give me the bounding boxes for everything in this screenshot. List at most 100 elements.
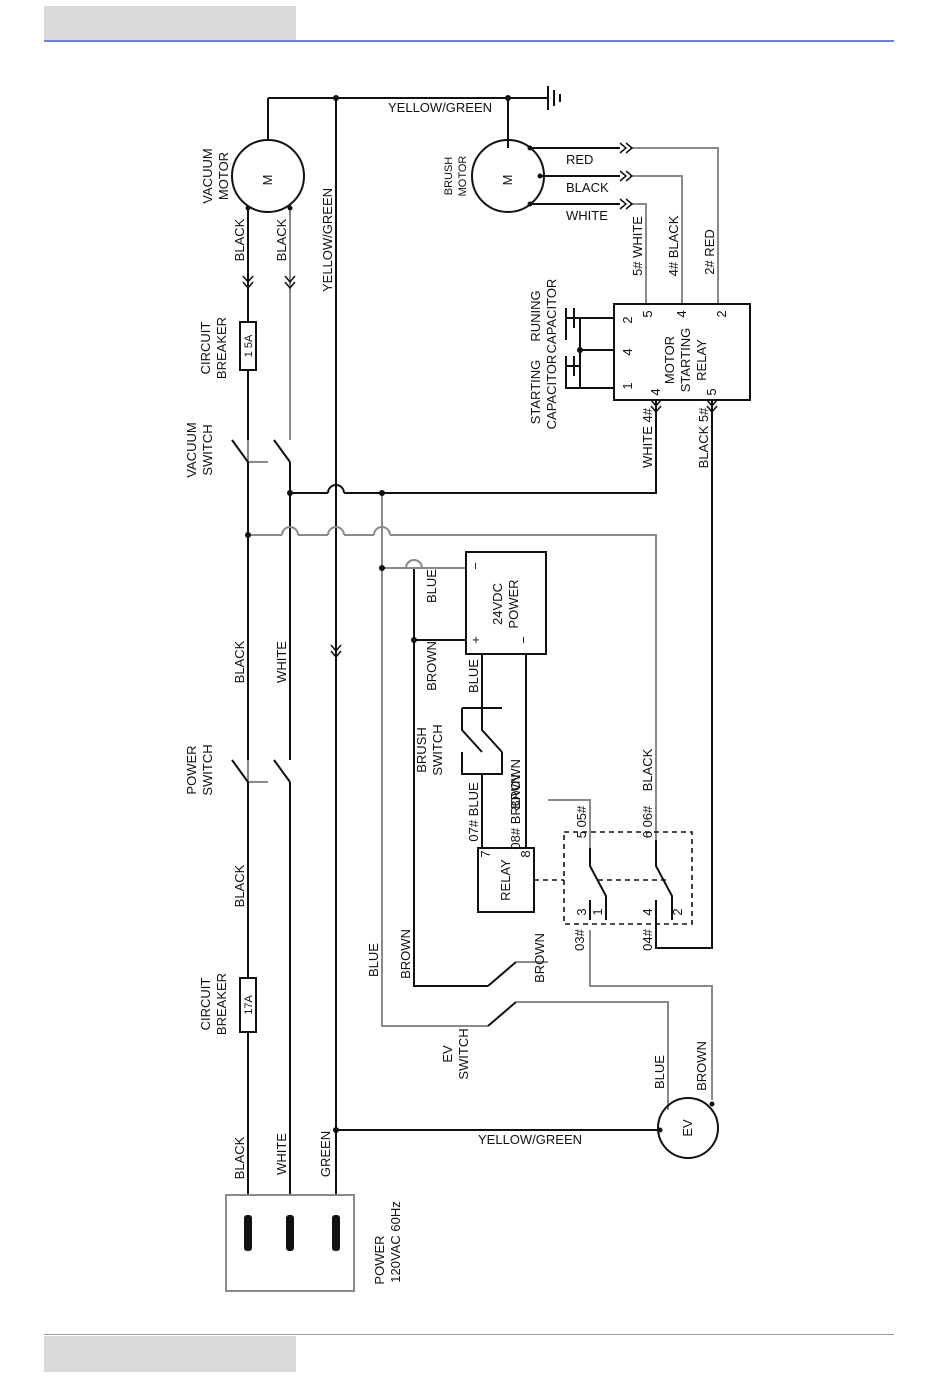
msr-title-3: RELAY [694,339,709,381]
label-brown-b: BROWN [508,759,523,809]
label-brush-motor-1: BRUSH [443,157,455,196]
label-green-c: GREEN [318,1131,333,1177]
msr-pin-4: 4 [620,348,635,355]
label-starting-cap-2: CAPACITOR [544,355,559,430]
label-vacuum-motor-1: VACUUM [200,148,215,203]
wires [231,86,719,1195]
psu-plus: + [468,636,483,644]
label-running-cap-1: RUNING [528,290,543,341]
relay-contact-block [563,831,693,925]
label-vm-black-1: BLACK [232,218,247,261]
msr-pin-l4: 4 [648,388,663,395]
wire-crossovers [281,484,423,569]
circuit-breaker-bottom: 17A [239,977,257,1033]
header-tab [44,6,296,42]
label-06: 6 06# [640,805,655,838]
vacuum-motor: M [231,139,305,213]
label-starting-cap-1: STARTING [528,360,543,425]
label-4-black: 4# BLACK [666,215,681,276]
msr-title-2: STARTING [678,328,693,393]
label-power-switch-2: SWITCH [200,744,215,795]
label-black-c: BLACK [232,1136,247,1179]
msr-pin-2: 2 [620,316,635,323]
label-white-a: WHITE [274,641,289,683]
pin-3: 3 [574,908,589,915]
pin-4: 4 [640,908,655,915]
label-ev-switch-1: EV [440,1045,455,1063]
label-cb-bottom-1: CIRCUIT [198,978,213,1031]
label-black-06: BLACK [640,748,655,791]
relay-pin-7: 7 [478,850,493,857]
label-blue-ev: BLUE [652,1055,667,1089]
msr-pin-r5: 5 [640,310,655,317]
connector-icons [242,142,718,659]
junction-dots [245,95,583,1133]
psu-minus: − [516,636,531,644]
msr-pin-r2: 2 [714,310,729,317]
label-2-red: 2# RED [702,229,717,275]
label-04: 04# [640,928,655,950]
label-brown-c: BROWN [398,929,413,979]
label-white-4: WHITE 4# [640,407,655,468]
labels: YELLOW/GREEN YELLOW/GREEN YELLOW/GREEN V… [184,100,729,1285]
label-5-white: 5# WHITE [630,216,645,276]
label-white-m: WHITE [566,208,608,223]
circuit-breaker-top: 1 5A [239,321,257,371]
label-blue-a: BLUE [424,569,439,603]
msr-title-1: MOTOR [662,336,677,384]
footer-tab [44,1336,296,1372]
label-yg-top: YELLOW/GREEN [388,100,492,115]
ev-title: EV [680,1119,695,1137]
label-black-5: BLACK 5# [696,407,711,468]
label-blue-b: BLUE [466,659,481,693]
brush-motor: M [471,139,545,213]
label-05: 5 05# [574,805,589,838]
label-blue-c: BLUE [366,943,381,977]
label-vm-black-2: BLACK [274,218,289,261]
label-vacuum-switch-2: SWITCH [200,424,215,475]
label-yg-vert: YELLOW/GREEN [320,188,335,292]
brush-motor-symbol: M [500,175,515,186]
pin-2: 2 [670,908,685,915]
label-07-blue: 07# BLUE [466,782,481,842]
msr-pin-r4: 4 [674,310,689,317]
ev-motor [657,1097,719,1159]
label-power-title: POWER [372,1235,387,1284]
label-white-c: WHITE [274,1133,289,1175]
motor-starting-relay [613,303,751,401]
label-08-brown: 08# BROWN [508,774,523,849]
label-brown-ev: BROWN [694,1041,709,1091]
capacitors [565,308,580,389]
label-brush-switch-1: BRUSH [414,727,429,773]
vacuum-motor-symbol: M [260,175,275,186]
psu-title-2: POWER [506,579,521,628]
psu-24vdc [465,551,547,655]
label-cb-bottom-2: BREAKER [214,973,229,1035]
relay-pin-8: 8 [518,850,533,857]
label-black-a: BLACK [232,640,247,683]
cb-top-rating: 1 5A [243,334,255,357]
psu-minus-top: − [468,562,483,570]
header-rule [44,40,894,42]
label-brush-motor-2: MOTOR [457,156,469,197]
label-ev-switch-2: SWITCH [456,1028,471,1079]
label-power-rating: 120VAC 60Hz [388,1201,403,1282]
label-brush-switch-2: SWITCH [430,724,445,775]
label-black-b: BLACK [232,864,247,907]
msr-pin-l5: 5 [704,388,719,395]
cb-bottom-rating: 17A [243,995,255,1015]
power-plug [225,1194,355,1292]
label-power-switch-1: POWER [184,745,199,794]
relay [477,847,564,913]
label-cb-top-1: CIRCUIT [198,322,213,375]
relay-title: RELAY [498,859,513,901]
psu-title-1: 24VDC [490,583,505,625]
label-vacuum-switch-1: VACUUM [184,422,199,477]
label-running-cap-2: CAPACITOR [544,279,559,354]
label-red: RED [566,152,593,167]
label-yg-bottom: YELLOW/GREEN [478,1132,582,1147]
label-vacuum-motor-2: MOTOR [216,152,231,200]
label-brown-d: BROWN [532,933,547,983]
pin-1: 1 [590,908,605,915]
footer-rule [44,1334,894,1335]
